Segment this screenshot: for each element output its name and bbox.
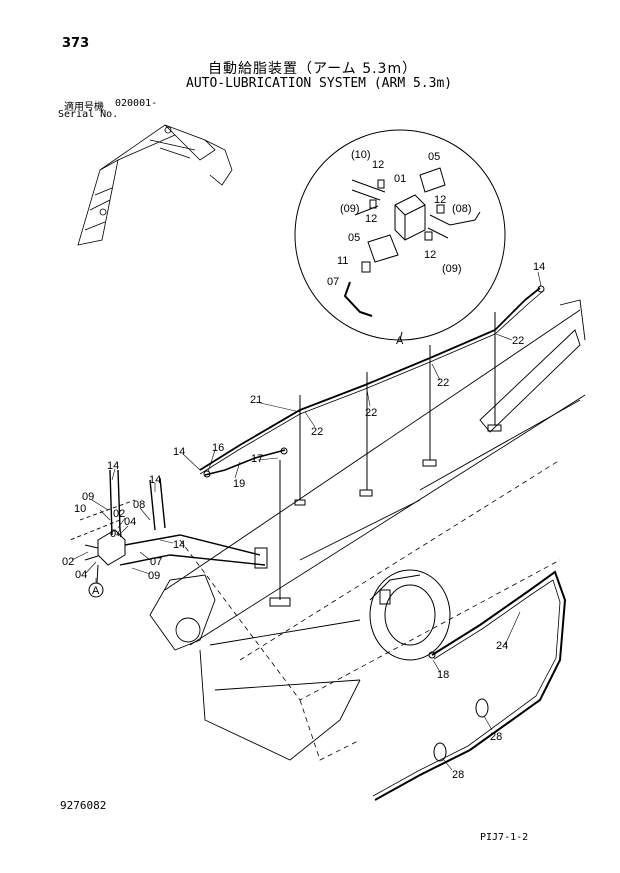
callout-label: 21 — [250, 394, 262, 406]
serial-code: 020001- — [115, 98, 158, 109]
callout-label: 12 — [434, 194, 446, 206]
callout-label: 14 — [107, 460, 119, 472]
main-callouts: 14 22 22 22 21 22 14 16 17 19 14 14 09 1… — [62, 261, 545, 781]
callout-label: 04 — [75, 569, 87, 581]
callout-label: 28 — [452, 769, 464, 781]
callout-label: 22 — [512, 335, 524, 347]
callout-label: (08) — [452, 203, 472, 215]
callout-label: 22 — [311, 426, 323, 438]
callout-label: 14 — [533, 261, 545, 273]
band-clamps-28 — [433, 698, 489, 762]
callout-label: 04 — [124, 516, 136, 528]
callout-label: (09) — [442, 263, 462, 275]
bucket-hub — [369, 569, 451, 661]
callout-label: 10 — [74, 503, 86, 515]
hidden-lines — [179, 459, 561, 761]
distributor-block — [84, 469, 268, 598]
serial-label-english: Serial No. — [58, 109, 119, 120]
serial-label-japanese: 適用号機 — [64, 102, 104, 113]
detail-view-circle — [294, 129, 506, 341]
callout-label: 12 — [365, 213, 377, 225]
callout-label: 01 — [394, 173, 406, 185]
page-number: 373 — [62, 36, 90, 51]
callout-label: 12 — [424, 249, 436, 261]
callout-label: 04 — [110, 528, 122, 540]
callout-label: 07 — [327, 276, 339, 288]
callout-label: 08 — [133, 499, 145, 511]
callout-label: 18 — [437, 669, 449, 681]
callout-label: 14 — [149, 474, 161, 486]
callout-label: 14 — [173, 446, 185, 458]
title-english: AUTO-LUBRICATION SYSTEM (ARM 5.3m) — [186, 76, 453, 91]
callout-label: 05 — [348, 232, 360, 244]
callout-label: (10) — [351, 149, 371, 161]
callout-label: A — [396, 335, 404, 347]
excavator-thumbnail-icon — [77, 124, 233, 246]
callout-label: 24 — [496, 640, 508, 652]
page-reference: PIJ7-1-2 — [480, 832, 529, 843]
callout-label: 05 — [428, 151, 440, 163]
callout-label: 22 — [437, 377, 449, 389]
callout-label: 02 — [62, 556, 74, 568]
detail-callouts: (10) 12 05 01 (09) 12 12 (08) 05 12 11 (… — [327, 149, 472, 347]
callout-label: 11 — [337, 255, 348, 267]
hose-24 — [372, 570, 567, 801]
leader-lines — [71, 271, 542, 771]
callout-label: 28 — [490, 731, 502, 743]
callout-label: 22 — [365, 407, 377, 419]
callout-label: 14 — [173, 539, 185, 551]
callout-label: 19 — [233, 478, 245, 490]
callout-label: 02 — [113, 508, 125, 520]
callout-label: A — [92, 585, 100, 597]
clamps — [269, 312, 502, 607]
callout-label: 12 — [372, 159, 384, 171]
callout-label: (09) — [340, 203, 360, 215]
title-japanese: 自動給脂装置（アーム 5.3m） — [208, 61, 418, 77]
hose-19 — [203, 447, 288, 478]
callout-label: 07 — [150, 556, 162, 568]
callout-label: 09 — [82, 491, 94, 503]
arm-structure — [69, 299, 586, 761]
part-number: 9276082 — [60, 799, 107, 812]
callout-label: 16 — [212, 442, 224, 454]
callout-label: 17 — [251, 453, 263, 465]
callout-label: 09 — [148, 570, 160, 582]
hose-21 — [199, 285, 545, 475]
